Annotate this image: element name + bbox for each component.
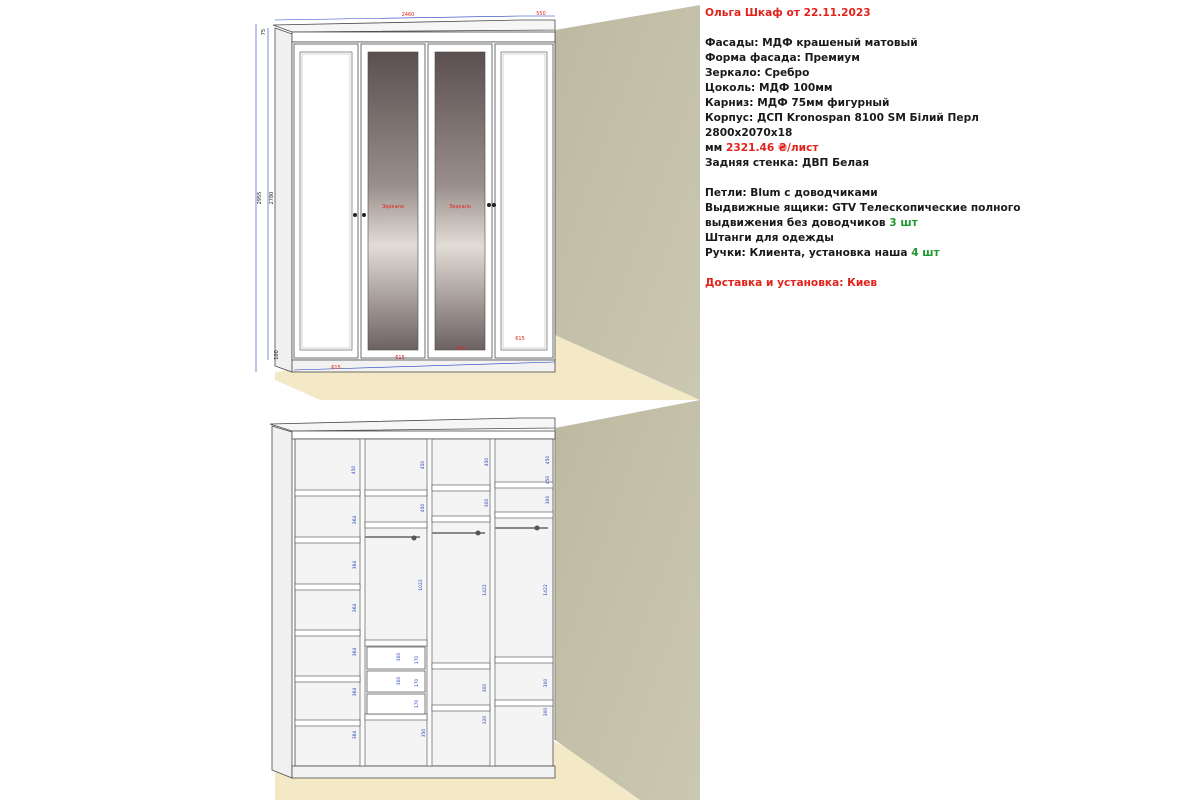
dim-c3-1: 1422 xyxy=(482,584,488,596)
spec-rods: Штанги для одежды xyxy=(705,232,834,244)
dim-c3-extra: 300 xyxy=(484,499,490,508)
clothes-rods xyxy=(365,525,548,541)
interior-side xyxy=(271,425,293,779)
dim-c2-7: 350 xyxy=(421,729,427,738)
spec-drawers-count: 3 шт xyxy=(889,217,918,229)
front-view: Зеркало Зеркало 2460 550 75 2955 2780 10… xyxy=(255,5,700,400)
column-3-shelves xyxy=(431,484,491,712)
spec-drawers-line2: выдвижения без доводчиков 3 шт xyxy=(705,216,1045,231)
dim-c2-4: 170 xyxy=(414,679,420,688)
dim-body-height: 2780 xyxy=(269,192,275,205)
door-width-4: 615 xyxy=(515,336,525,342)
dim-c1-5: 364 xyxy=(352,688,358,697)
handle-2 xyxy=(362,213,366,217)
cornice xyxy=(272,19,556,33)
column-4-shelves xyxy=(494,481,554,707)
dim-c2-2: 300 xyxy=(396,653,402,662)
door-width-3: 615 xyxy=(456,346,466,352)
spec-body-prefix: мм xyxy=(705,142,727,154)
door-width-2: 615 xyxy=(395,355,405,361)
handle-4 xyxy=(492,203,496,207)
spec-facades: Фасады: МДФ крашеный матовый xyxy=(705,37,918,49)
dim-width: 2460 xyxy=(402,12,415,18)
mirror-label-3: Зеркало xyxy=(449,204,471,210)
dim-c1-0: 450 xyxy=(351,466,357,475)
column-2-shelves xyxy=(364,489,428,721)
spec-handles-count: 4 шт xyxy=(911,247,940,259)
drawers xyxy=(366,646,426,715)
dim-c3-2: 300 xyxy=(482,684,488,693)
spec-delivery: Доставка и установка: Киев xyxy=(705,277,878,289)
dim-plinth: 100 xyxy=(274,350,280,360)
spec-drawers-prefix: выдвижения без доводчиков xyxy=(705,217,890,229)
door-4 xyxy=(494,43,554,359)
spec-title: Ольга Шкаф от 22.11.2023 xyxy=(705,7,871,19)
spec-body-price: 2321.46 ₴/лист xyxy=(726,142,819,154)
interior-view: 450 364 364 364 364 364 364 450 1022 450… xyxy=(269,400,700,800)
drawer-3 xyxy=(366,693,426,715)
wardrobe-side xyxy=(274,27,293,373)
dim-c1-2: 364 xyxy=(352,561,358,570)
dim-c2-5: 170 xyxy=(414,700,420,709)
dim-c2-6: 300 xyxy=(396,677,402,686)
interior-right-wall xyxy=(555,400,700,800)
spec-handles: Ручки: Клиента, установка наша 4 шт xyxy=(705,246,1045,261)
dim-c1-3: 364 xyxy=(352,604,358,613)
dim-c4-3: 300 xyxy=(543,679,549,688)
spec-cornice: Карниз: МДФ 75мм фигурный xyxy=(705,97,890,109)
spec-hinges: Петли: Blum с доводчиками xyxy=(705,187,878,199)
dim-c4-2: 1422 xyxy=(543,584,549,596)
dim-c4-4: 300 xyxy=(543,708,549,717)
dim-c2-3: 170 xyxy=(414,656,420,665)
drawer-1 xyxy=(366,646,426,670)
dim-c1-4: 364 xyxy=(352,648,358,657)
handle-1 xyxy=(353,213,357,217)
dim-c1-6: 364 xyxy=(352,731,358,740)
door-width-1: 615 xyxy=(331,365,341,371)
dim-total-height: 2955 xyxy=(257,192,263,205)
spec-handles-prefix: Ручки: Клиента, установка наша xyxy=(705,247,912,259)
spec-facade-shape: Форма фасада: Премиум xyxy=(705,52,860,64)
spec-mirror: Зеркало: Сребро xyxy=(705,67,810,79)
mirror-3 xyxy=(434,51,486,351)
dim-c4-0: 450 xyxy=(545,456,551,465)
order-spec: Ольга Шкаф от 22.11.2023 Фасады: МДФ кра… xyxy=(705,6,1045,291)
dim-c3-3: 320 xyxy=(482,716,488,725)
mirror-2 xyxy=(367,51,419,351)
mirror-label-2: Зеркало xyxy=(382,204,404,210)
dim-c4-1: 300 xyxy=(545,496,551,505)
right-wall xyxy=(555,5,700,400)
dim-c2-0: 450 xyxy=(420,461,426,470)
dim-depth: 550 xyxy=(536,11,546,17)
dim-c2-1: 1022 xyxy=(418,579,424,591)
column-1-shelves xyxy=(294,489,361,727)
spec-back-wall: Задняя стенка: ДВП Белая xyxy=(705,157,870,169)
drawer-2 xyxy=(366,670,426,693)
dim-c4-extra: 450 xyxy=(545,476,551,485)
dim-c3-0: 450 xyxy=(484,458,490,467)
handle-3 xyxy=(487,203,491,207)
dim-c2-extra: 450 xyxy=(420,504,426,513)
interior-dimensions: 450 364 364 364 364 364 364 450 1022 450… xyxy=(351,456,551,740)
dim-c1-1: 364 xyxy=(352,516,358,525)
spec-body-line2: мм 2321.46 ₴/лист xyxy=(705,141,1045,156)
spec-drawers-line1: Выдвижные ящики: GTV Телескопические пол… xyxy=(705,202,1021,214)
spec-plinth: Цоколь: МДФ 100мм xyxy=(705,82,833,94)
dim-cornice: 75 xyxy=(261,29,267,35)
door-1 xyxy=(293,43,359,359)
spec-body-line1: Корпус: ДСП Kronospan 8100 SM Білий Перл… xyxy=(705,112,979,139)
